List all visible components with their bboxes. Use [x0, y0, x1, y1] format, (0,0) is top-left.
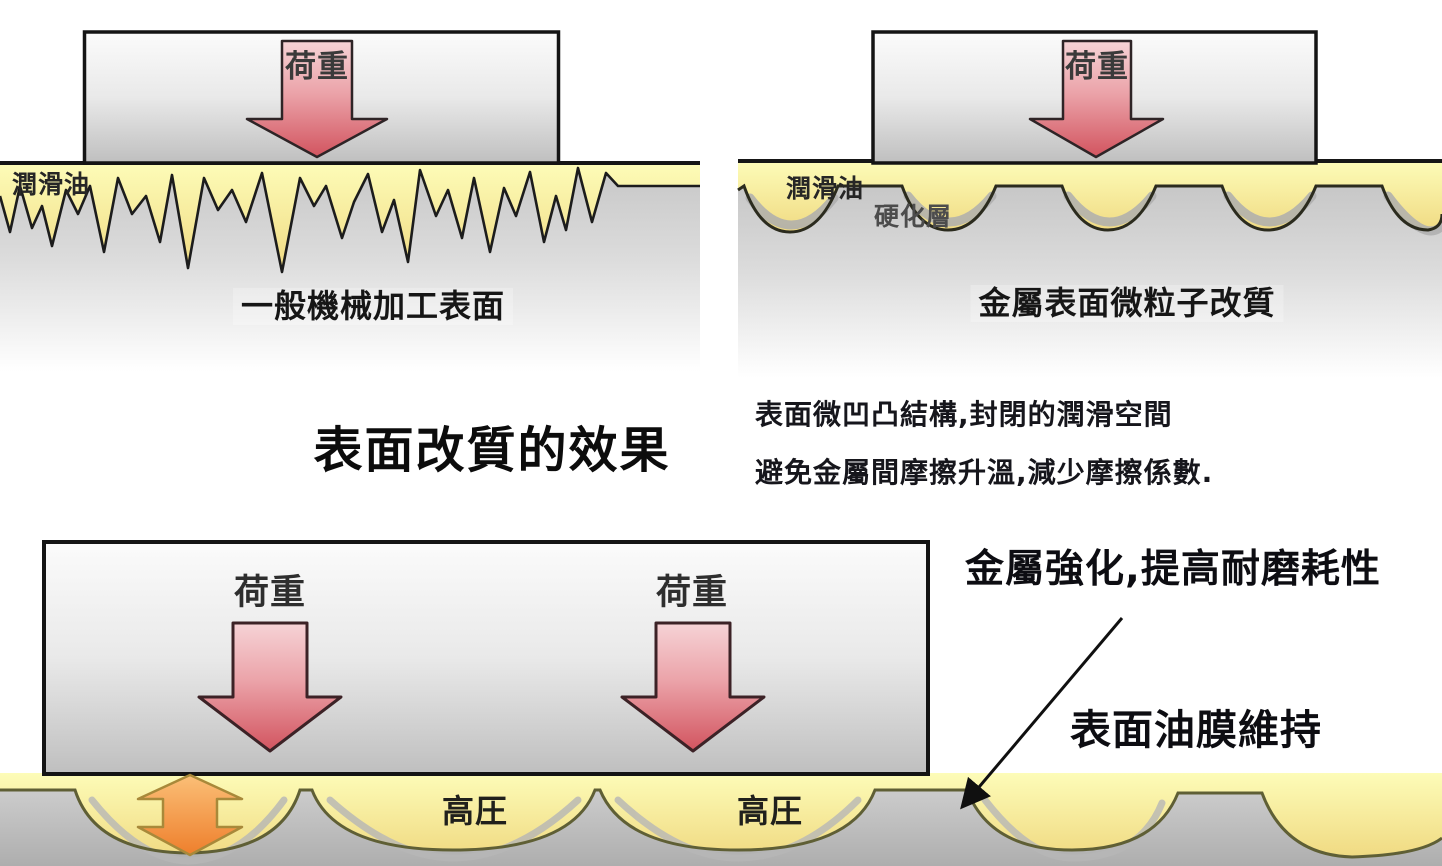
description-line-2: 避免金屬間摩擦升溫,減少摩擦係數. [755, 456, 1214, 489]
caption-modified-surface: 金屬表面微粒子改質 [970, 285, 1284, 323]
annotation-wear-resistance: 金屬強化,提高耐磨耗性 [965, 547, 1381, 592]
load-arrow-icon [1028, 39, 1165, 159]
rough-surface-panel [0, 161, 700, 372]
rough-surface-line [0, 166, 700, 274]
bottom-load-block [42, 540, 930, 776]
pressure-label-2: 高圧 [736, 792, 804, 830]
oil-film-layer [0, 773, 1442, 857]
dimpled-surface-line [737, 183, 1442, 234]
dimpled-surface-line [0, 788, 1442, 859]
load-label-bottom-1: 荷重 [233, 573, 307, 613]
description-line-1: 表面微凹凸結構,封閉的潤滑空間 [755, 398, 1173, 431]
dimple-shadows [88, 796, 1166, 865]
load-label-top-right: 荷重 [1065, 49, 1129, 85]
load-label-bottom-2: 荷重 [655, 573, 729, 613]
pressure-double-arrow-icon [136, 773, 244, 857]
load-arrow-icon [245, 39, 389, 159]
oil-label-left: 潤滑油 [12, 170, 91, 199]
metal-body [0, 168, 700, 372]
annotation-arrow-icon [960, 617, 1124, 810]
caption-rough-surface: 一般機械加工表面 [232, 288, 514, 326]
oil-label-right: 潤滑油 [786, 174, 865, 203]
load-arrow-icon [197, 621, 343, 753]
metal-body [738, 186, 1442, 378]
hardened-layer-shadows [745, 191, 1442, 236]
hardened-layer-label: 硬化層 [874, 202, 953, 231]
load-label-top-left: 荷重 [285, 49, 349, 85]
annotation-oil-film: 表面油膜維持 [1070, 706, 1322, 754]
oil-film-layer [738, 161, 1442, 232]
bottom-effect-panel [0, 773, 1442, 866]
metal-body [0, 790, 1442, 866]
load-arrow-icon [620, 621, 766, 753]
pressure-label-1: 高圧 [441, 792, 509, 830]
page-title: 表面改質的效果 [313, 422, 671, 479]
